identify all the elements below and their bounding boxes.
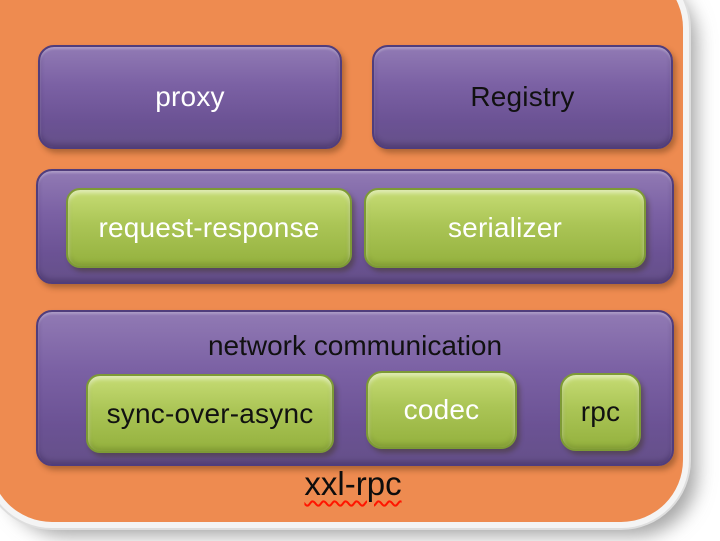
- sync-over-async-box: sync-over-async: [86, 374, 334, 453]
- rpc-box: rpc: [560, 373, 641, 451]
- registry-box: Registry: [372, 45, 673, 149]
- codec-box: codec: [366, 371, 517, 449]
- middleware-layer-box: request-response serializer: [36, 169, 674, 284]
- diagram-caption: xxl-rpc: [304, 465, 402, 502]
- proxy-box: proxy: [38, 45, 342, 149]
- request-response-box: request-response: [66, 188, 352, 268]
- serializer-box: serializer: [364, 188, 646, 268]
- network-layer-title: network communication: [207, 330, 503, 361]
- network-layer-box: network communication sync-over-async co…: [36, 310, 674, 466]
